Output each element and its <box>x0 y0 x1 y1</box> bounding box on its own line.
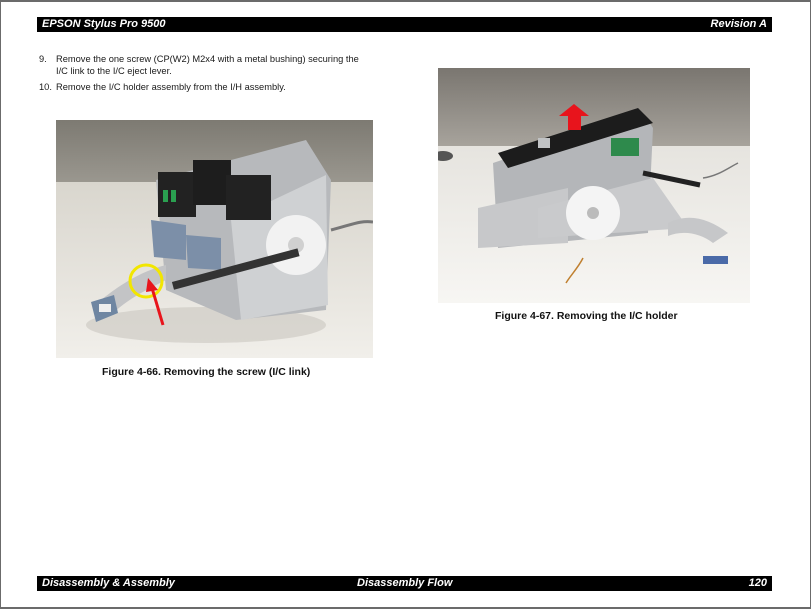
procedure-steps: 9. Remove the one screw (CP(W2) M2x4 wit… <box>39 54 399 99</box>
step-number: 9. <box>39 54 47 64</box>
step-9: 9. Remove the one screw (CP(W2) M2x4 wit… <box>39 54 399 77</box>
figure-4-66-caption: Figure 4-66. Removing the screw (I/C lin… <box>102 366 311 378</box>
figure-4-66-photo <box>56 120 373 358</box>
step-text-line: Remove the I/C holder assembly from the … <box>56 82 286 92</box>
red-up-arrow <box>559 104 589 130</box>
step-number: 10. <box>39 82 52 92</box>
subsection-label: Disassembly Flow <box>357 577 453 589</box>
page-footer: Disassembly & Assembly Disassembly Flow … <box>37 576 772 591</box>
highlight-circle <box>128 263 164 299</box>
document-title: EPSON Stylus Pro 9500 <box>42 18 166 30</box>
page-header: EPSON Stylus Pro 9500 Revision A <box>37 17 772 32</box>
figure-4-67-caption: Figure 4-67. Removing the I/C holder <box>495 310 678 322</box>
step-10: 10. Remove the I/C holder assembly from … <box>39 82 399 94</box>
step-text-line: I/C link to the I/C eject lever. <box>56 65 172 76</box>
figure-4-67-photo <box>438 68 750 303</box>
section-label: Disassembly & Assembly <box>42 577 175 589</box>
revision-label: Revision A <box>710 18 767 30</box>
step-text-line: Remove the one screw (CP(W2) M2x4 with a… <box>56 54 359 64</box>
page-number: 120 <box>748 577 767 589</box>
